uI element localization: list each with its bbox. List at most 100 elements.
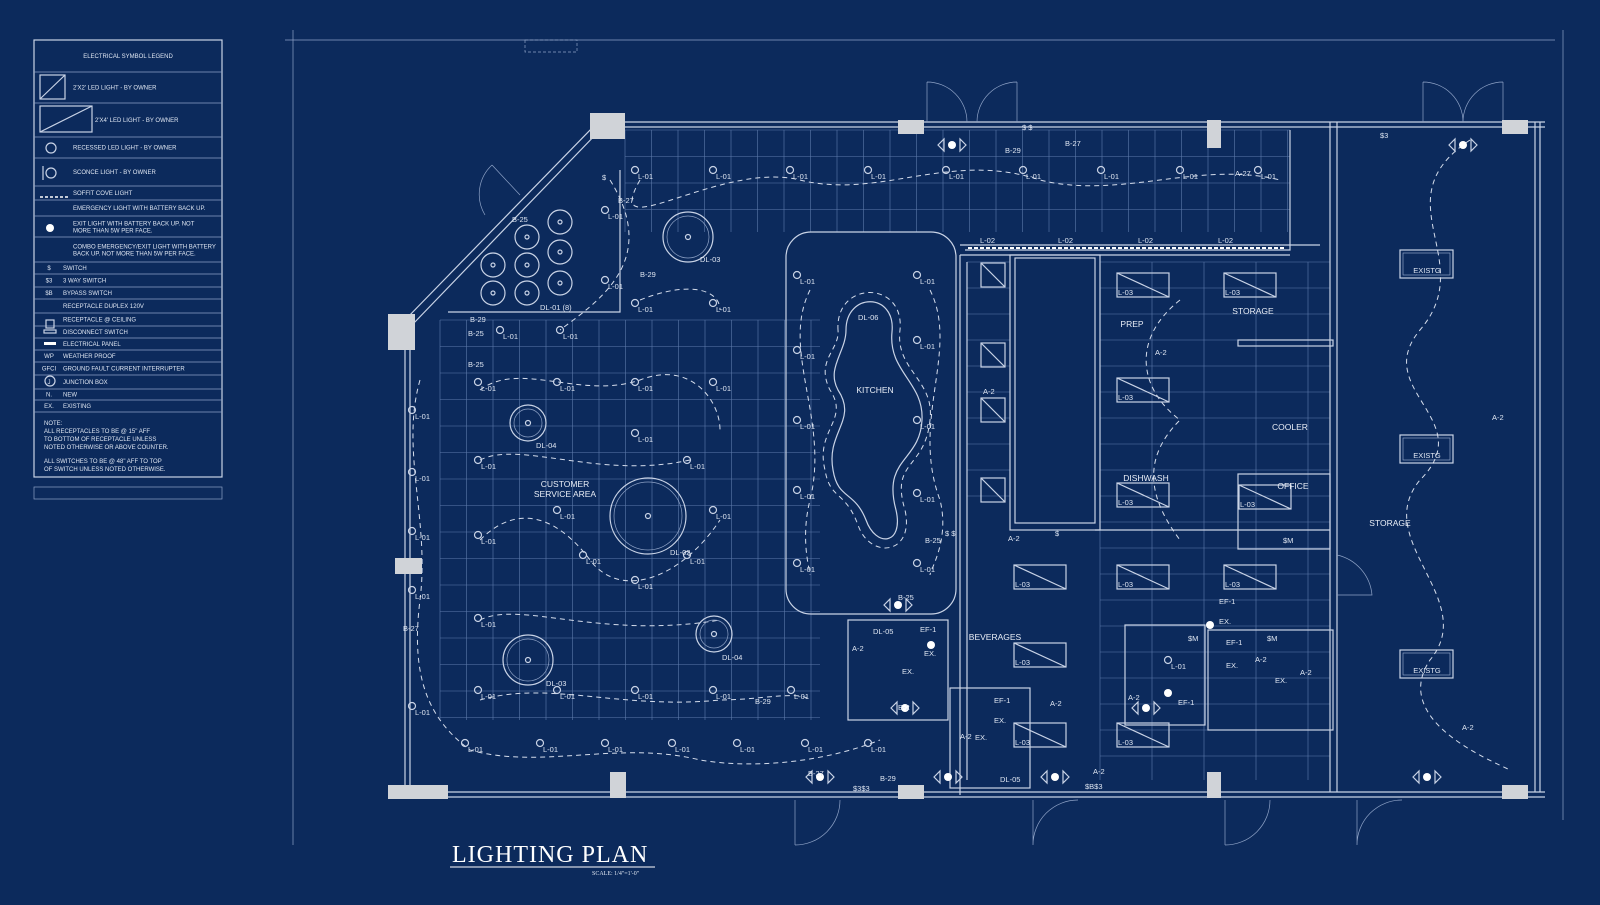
switch-symbol: $M [1267,634,1277,643]
fixture-tag: L-01 [1261,172,1276,181]
fixture-tag: L-01 [800,277,815,286]
fixture-tag: L-01 [638,435,653,444]
downlight-icon [695,615,733,653]
legend-item-label: DISCONNECT SWITCH [63,330,128,336]
circuit-tag: B-29 [640,270,656,279]
fixture-tag: L-01 [800,422,815,431]
switch-symbol: $B$3 [1085,782,1103,791]
column [1207,772,1221,798]
fixture-tag: L-01 [638,582,653,591]
led-2x4-icon [1013,722,1067,748]
circuit-tag: A-2 [1050,699,1062,708]
led-2x4-icon [1223,272,1277,298]
legend-item-label: ELECTRICAL PANEL [63,342,121,348]
panel-tag: L-03 [1118,580,1133,589]
downlight-icon [509,404,547,442]
fixture-tag: L-01 [481,692,496,701]
fixture-tag: L-01 [800,492,815,501]
room-label-cooler: COOLER [1272,422,1308,432]
fixture-tag: L-01 [716,384,731,393]
led-2x4-icon [1116,722,1170,748]
downlight-tag: DL-05 [873,627,893,636]
circuit-tag: A-2 [983,387,995,396]
legend-note: ALL SWITCHES TO BE @ 48" AFF TO TOP [44,459,162,465]
emergency-light-icon [883,597,913,613]
legend-item-label: GROUND FAULT CURRENT INTERRUPTER [63,367,185,373]
recessed-light-icon [630,165,640,175]
downlight-tag: DL-03 [700,255,720,264]
legend-item-label: JUNCTION BOX [63,380,108,386]
cove-tag: L-02 [980,236,995,245]
legend-item-label: NEW [63,393,77,399]
recessed-light-icon [600,205,610,215]
downlight-tag: DL-01 (8) [540,303,572,312]
panel-tag: L-03 [1118,738,1133,747]
legend-note: NOTED OTHERWISE OR ABOVE COUNTER. [44,445,169,451]
equipment-tag: EX. [994,716,1006,725]
light-fixtures [407,137,1478,785]
recessed-light-icon [863,738,873,748]
legend-symbol: EX. [44,404,54,410]
panel-tag: L-03 [1118,288,1133,297]
recessed-light-icon [785,165,795,175]
legend-item-label: 2'X4' LED LIGHT - BY OWNER [95,118,179,124]
legend-symbol: $3 [46,279,53,285]
circuit-tag: B-25 [898,593,914,602]
electrical-panel-icon [44,342,56,345]
fixture-tag: L-01 [481,537,496,546]
fixture-tag: L-01 [920,495,935,504]
emergency-light-icon [1040,769,1070,785]
downlight-tag: DL-05 [1000,775,1020,784]
column [1502,120,1528,134]
fixture-tag: L-01 [481,384,496,393]
legend-item-label: RECEPTACLE @ CEILING [63,318,136,324]
exit-light-icon [46,224,54,232]
column [395,558,422,574]
circuit-tag: A-2 [1492,413,1504,422]
circuit-tag: B-29 [470,315,486,324]
led-2x4-icon [1223,564,1277,590]
recessed-light-icon [473,685,483,695]
recessed-light-icon [1018,165,1028,175]
recessed-light-icon [708,377,718,387]
emergency-light-icon [937,137,967,153]
downlight-icon [514,252,540,278]
room-label-kitchen: KITCHEN [856,385,893,395]
switch-symbol: $3$3 [853,784,870,793]
equipment-tag: EX. [1219,617,1231,626]
existing-fixture-label: EXISTG [1413,266,1441,275]
fixture-tag: L-01 [690,557,705,566]
exhaust-fan-icon [1206,621,1214,629]
recessed-light-icon [1175,165,1185,175]
cove-tag: L-02 [1138,236,1153,245]
panel-tag: L-03 [1118,393,1133,402]
legend-title: ELECTRICAL SYMBOL LEGEND [83,54,173,60]
fixture-tag: L-01 [415,474,430,483]
floor-plan [388,81,1545,846]
room-label-beverages: BEVERAGES [969,632,1022,642]
emergency-light-icon [894,601,902,609]
downlight-icon [524,419,532,427]
legend-item-label: EXIT LIGHT WITH BATTERY BACK UP. NOT [73,222,195,228]
downlight-tag: DL-04 [536,441,556,450]
legend-note: TO BOTTOM OF RECEPTACLE UNLESS [44,437,156,443]
led-2x4-icon [1238,484,1292,510]
recessed-light-icon [460,738,470,748]
downlight-icon [480,280,506,306]
legend-symbol: N. [46,393,52,399]
circuit-tag: B-27 [1065,139,1081,148]
recessed-light-icon [600,738,610,748]
legend-symbol: $B [45,291,52,297]
led-2x4-icon [1116,564,1170,590]
legend-item-label: RECEPTACLE DUPLEX 120V [63,304,144,310]
fixture-tag: L-01 [949,172,964,181]
recessed-light-icon [792,270,802,280]
led-2x4-icon [1116,377,1170,403]
switch-symbol: $ $ [1022,123,1033,132]
led-2x2-icon [980,342,1006,368]
downlight-icon [506,638,550,682]
recessed-light-icon [682,550,692,560]
circuit-tag: A-2 [1128,693,1140,702]
recessed-light-icon [555,325,565,335]
